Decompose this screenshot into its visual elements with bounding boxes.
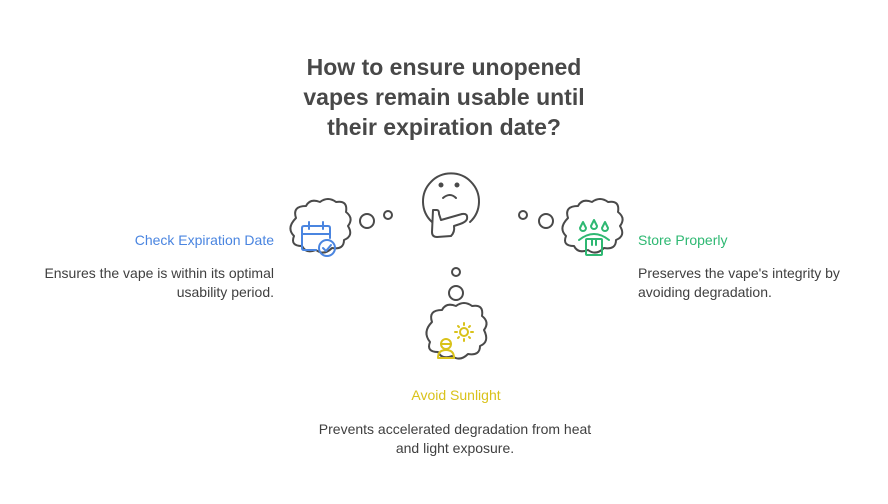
thinking-face-icon — [422, 172, 480, 238]
thought-cloud-right — [561, 198, 624, 254]
calendar-check-icon — [301, 221, 336, 257]
thought-bubble-dot — [383, 210, 393, 220]
item-description-store-properly: Preserves the vape's integrity by avoidi… — [638, 265, 840, 300]
thought-bubble-dot — [451, 267, 461, 277]
item-label-check-expiration: Check Expiration Date — [134, 232, 274, 248]
item-label-store-properly: Store Properly — [638, 232, 728, 248]
thought-bubble-dot — [448, 285, 464, 301]
box-rain-icon — [578, 219, 610, 256]
item-description-check-expiration: Ensures the vape is within its optimal u… — [44, 265, 274, 300]
person-sun-icon — [437, 322, 474, 359]
thought-cloud-left — [289, 198, 352, 254]
thought-cloud-bottom — [425, 302, 488, 360]
item-label-avoid-sunlight: Avoid Sunlight — [411, 387, 501, 403]
item-description-avoid-sunlight: Prevents accelerated degradation from he… — [318, 421, 592, 456]
thought-bubble-dot — [518, 210, 528, 220]
thought-bubble-dot — [538, 213, 554, 229]
thought-bubble-dot — [359, 213, 375, 229]
diagram-title: How to ensure unopened vapes remain usab… — [303, 54, 585, 140]
